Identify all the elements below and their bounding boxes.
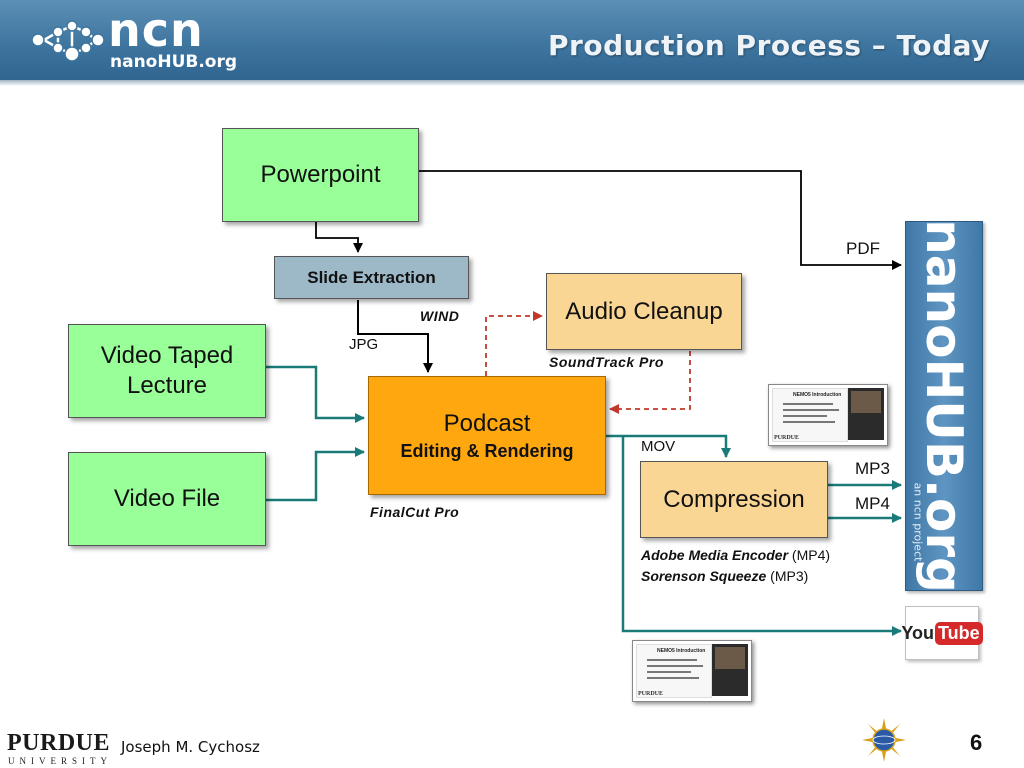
node-video-taped-lecture: Video Taped Lecture bbox=[68, 324, 266, 418]
tool-sorenson-format: (MP3) bbox=[770, 568, 809, 584]
label-mov: MOV bbox=[641, 438, 676, 455]
node-powerpoint-label: Powerpoint bbox=[260, 161, 381, 188]
youtube-you: You bbox=[901, 622, 934, 643]
label-jpg: JPG bbox=[349, 336, 379, 353]
thumbnail-video bbox=[851, 391, 881, 413]
node-powerpoint: Powerpoint bbox=[222, 128, 419, 222]
node-audio-cleanup-label: Audio Cleanup bbox=[565, 297, 723, 325]
node-video-file-label: Video File bbox=[113, 485, 221, 512]
purdue-logo: PURDUE bbox=[7, 730, 110, 756]
logo-subtext: nanoHUB.org bbox=[110, 52, 238, 72]
thumbnail-brand: PURDUE bbox=[638, 691, 663, 697]
logo-text: ncn bbox=[108, 3, 204, 57]
tool-adobe-line: Adobe Media Encoder (MP4) bbox=[641, 546, 830, 564]
youtube-tube: Tube bbox=[935, 621, 983, 645]
node-slide-extraction: Slide Extraction bbox=[274, 256, 469, 299]
thumbnail-title: NEMO5 Introduction bbox=[657, 648, 706, 654]
label-mp3: MP3 bbox=[855, 459, 890, 478]
tool-adobe: Adobe Media Encoder bbox=[641, 547, 789, 563]
node-podcast: Podcast Editing & Rendering bbox=[368, 376, 606, 495]
youtube-logo: You Tube bbox=[901, 606, 983, 660]
arrow-powerpoint-slide bbox=[315, 222, 363, 253]
label-pdf: PDF bbox=[846, 239, 880, 258]
node-podcast-title: Podcast bbox=[443, 409, 531, 437]
purdue-university-text: UNIVERSITY bbox=[8, 756, 112, 766]
arrow-videofile-podcast bbox=[266, 447, 365, 502]
tool-adobe-format: (MP4) bbox=[791, 547, 831, 563]
arrow-podcast-compression bbox=[606, 434, 731, 458]
label-mp4: MP4 bbox=[855, 494, 890, 513]
arrow-slide-podcast bbox=[357, 300, 433, 373]
thumbnail-title: NEMO5 Introduction bbox=[793, 392, 842, 398]
slide-title: Production Process – Today bbox=[548, 29, 990, 62]
thumbnail-video bbox=[715, 647, 745, 669]
node-compression: Compression bbox=[640, 461, 828, 538]
arrow-podcast-youtube bbox=[621, 436, 902, 636]
node-video-taped-lecture-label: Video Taped Lecture bbox=[100, 342, 234, 399]
label-wind: WIND bbox=[420, 308, 460, 324]
node-audio-cleanup: Audio Cleanup bbox=[546, 273, 742, 350]
arrow-powerpoint-pdf bbox=[419, 170, 902, 270]
node-compression-label: Compression bbox=[663, 485, 805, 513]
header-banner bbox=[0, 0, 1024, 80]
nanohub-banner-subtext: an ncn project bbox=[911, 482, 925, 562]
node-video-file: Video File bbox=[68, 452, 266, 546]
page-number: 6 bbox=[970, 730, 983, 755]
tool-sorenson: Sorenson Squeeze bbox=[641, 568, 767, 584]
node-podcast-subtitle: Editing & Rendering bbox=[400, 440, 574, 461]
arrow-podcast-audio bbox=[485, 311, 543, 376]
tool-soundtrack: SoundTrack Pro bbox=[549, 354, 664, 370]
nanohub-banner: nanoHUB.org an ncn project bbox=[905, 221, 983, 591]
ncn-molecule-icon bbox=[31, 20, 105, 62]
author-name: Joseph M. Cychosz bbox=[121, 738, 260, 756]
arrow-videotaped-podcast bbox=[266, 365, 365, 423]
thumbnail-nanohub: NEMO5 Introduction PURDUE bbox=[768, 384, 888, 446]
thumbnail-youtube: NEMO5 Introduction PURDUE bbox=[632, 640, 752, 702]
node-slide-extraction-label: Slide Extraction bbox=[307, 267, 436, 287]
tool-finalcut: FinalCut Pro bbox=[370, 504, 460, 520]
tool-sorenson-line: Sorenson Squeeze (MP3) bbox=[641, 567, 808, 585]
thumbnail-brand: PURDUE bbox=[774, 435, 799, 441]
header-shadow bbox=[0, 80, 1024, 86]
nsf-logo-icon bbox=[862, 718, 906, 762]
arrow-audio-podcast bbox=[609, 351, 691, 414]
